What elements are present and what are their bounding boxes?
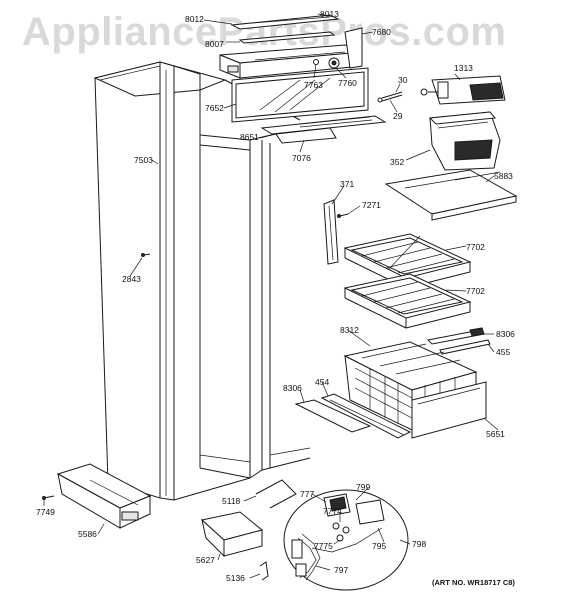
label-371: 371 xyxy=(340,179,355,189)
watermark-text: AppliancePartsPros.com xyxy=(22,10,507,54)
label-8013: 8013 xyxy=(320,9,339,19)
label-8312: 8312 xyxy=(340,325,359,335)
label-30: 30 xyxy=(398,75,408,85)
label-454: 454 xyxy=(315,377,330,387)
wire-shelf-lower xyxy=(343,273,472,329)
label-7775: 7775 xyxy=(314,541,333,551)
label-352: 352 xyxy=(390,157,405,167)
bracket-clip xyxy=(255,479,297,581)
cabinet-liner xyxy=(93,61,311,501)
label-795: 795 xyxy=(372,541,387,551)
label-7763: 7763 xyxy=(304,80,323,90)
fill-tube xyxy=(377,91,403,103)
label-8306-right: 8306 xyxy=(496,329,515,339)
storage-tray xyxy=(200,511,264,558)
label-455: 455 xyxy=(496,347,511,357)
label-7652: 7652 xyxy=(205,103,224,113)
top-shelf xyxy=(384,169,518,221)
ice-maker xyxy=(420,75,506,105)
label-8007: 8007 xyxy=(205,39,224,49)
label-29: 29 xyxy=(393,111,403,121)
label-5651: 5651 xyxy=(486,429,505,439)
drawer-slides-left xyxy=(294,393,412,439)
label-5118: 5118 xyxy=(222,496,241,506)
label-5627: 5627 xyxy=(196,555,215,565)
label-8651: 8651 xyxy=(240,132,259,142)
drawer-slides-right xyxy=(426,327,491,355)
label-8012: 8012 xyxy=(185,14,204,24)
label-7749: 7749 xyxy=(36,507,55,517)
label-5586: 5586 xyxy=(78,529,97,539)
label-8306-left: 8306 xyxy=(283,383,302,393)
label-799: 799 xyxy=(356,482,371,492)
label-798: 798 xyxy=(412,539,427,549)
label-7271: 7271 xyxy=(362,200,381,210)
light-shield xyxy=(231,67,369,123)
label-7702-upper: 7702 xyxy=(466,242,485,252)
label-7076: 7076 xyxy=(292,153,311,163)
ice-bucket xyxy=(428,111,501,171)
label-7774: 7774 xyxy=(323,506,342,516)
bottom-housing xyxy=(42,463,152,529)
label-1313: 1313 xyxy=(454,63,473,73)
label-7503: 7503 xyxy=(134,155,153,165)
label-5136: 5136 xyxy=(226,573,245,583)
art-number: (ART NO. WR18717 C8) xyxy=(432,578,515,587)
label-5883: 5883 xyxy=(494,171,513,181)
label-777: 777 xyxy=(300,489,315,499)
air-duct xyxy=(260,115,387,144)
label-7702-lower: 7702 xyxy=(466,286,485,296)
wire-basket xyxy=(343,341,487,439)
label-2843: 2843 xyxy=(122,274,141,284)
shelf-rail xyxy=(323,199,349,265)
label-797: 797 xyxy=(334,565,349,575)
wire-shelf-upper xyxy=(343,233,472,289)
leader-lines xyxy=(43,13,499,579)
control-housing xyxy=(219,14,363,79)
label-7760: 7760 xyxy=(338,78,357,88)
label-7680: 7680 xyxy=(372,27,391,37)
control-assembly xyxy=(283,489,409,591)
